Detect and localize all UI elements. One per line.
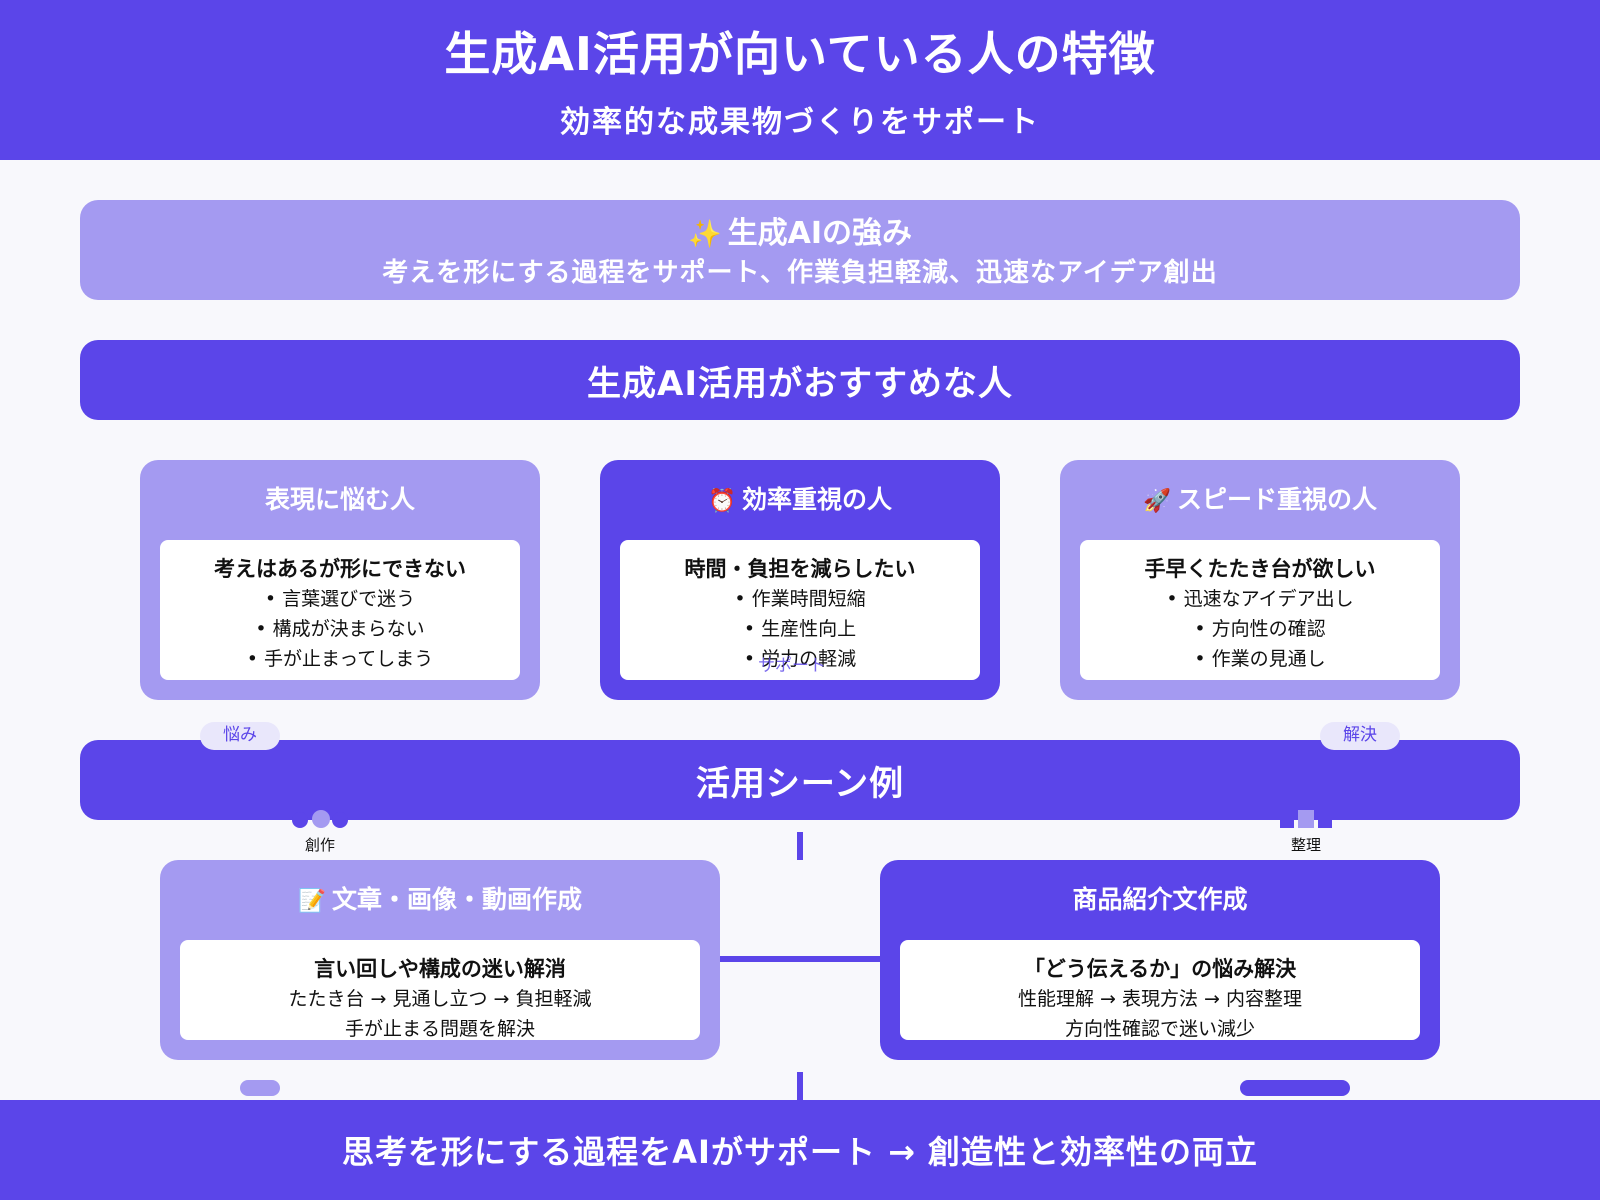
decor-square [1318,814,1332,828]
card-content: 「どう伝えるか」の悩み解決 性能理解 → 表現方法 → 内容整理 方向性確認で迷… [900,940,1420,1040]
list-item: 方向性確認で迷い減少 [1064,1018,1255,1040]
card-title: 📝文章・画像・動画作成 [297,885,583,914]
card-title: ⏰効率重視の人 [707,485,893,514]
card-scene-content-creation: 📝文章・画像・動画作成 言い回しや構成の迷い解消 たたき台 → 見通し立つ → … [160,860,720,1060]
card-scene-product-description: 商品紹介文作成 「どう伝えるか」の悩み解決 性能理解 → 表現方法 → 内容整理… [880,860,1440,1060]
header-banner: 生成AI活用が向いている人の特徴 効率的な成果物づくりをサポート [0,0,1600,160]
tag-solution: 解決 [1320,722,1400,750]
list-item: • 迅速なアイデア出し [1166,588,1354,610]
list-item: • 作業の見通し [1194,648,1326,670]
list-item: 性能理解 → 表現方法 → 内容整理 [1018,988,1302,1010]
card-title: 表現に悩む人 [264,485,415,514]
strength-title: ✨生成AIの強み [687,216,912,251]
sparkles-icon: ✨ [687,219,722,250]
connector-horizontal [720,956,880,962]
decor-square [1280,814,1294,828]
scene-band: 活用シーン例 [80,740,1520,820]
card-expression-person: 表現に悩む人 考えはあるが形にできない • 言葉選びで迷う • 構成が決まらない… [140,460,540,700]
list-item: • 方向性の確認 [1194,618,1326,640]
card-headline: 考えはあるが形にできない [214,557,466,581]
decor-dot [292,812,308,828]
recommend-band: 生成AI活用がおすすめな人 [80,340,1520,420]
strength-description: 考えを形にする過程をサポート、作業負担軽減、迅速なアイデア創出 [382,258,1218,288]
card-headline: 「どう伝えるか」の悩み解決 [1023,957,1297,981]
label-create: 創作 [304,836,335,854]
card-speed-person: 🚀スピード重視の人 手早くたたき台が欲しい • 迅速なアイデア出し • 方向性の… [1060,460,1460,700]
strength-box: ✨生成AIの強み 考えを形にする過程をサポート、作業負担軽減、迅速なアイデア創出 [80,200,1520,300]
card-content: 考えはあるが形にできない • 言葉選びで迷う • 構成が決まらない • 手が止ま… [160,540,520,680]
list-item: • 手が止まってしまう [246,648,434,670]
decor-dot [332,812,348,828]
connector-vertical-top [797,832,803,860]
decor-bar [240,1080,280,1096]
page-subtitle: 効率的な成果物づくりをサポート [560,105,1040,140]
footer-banner: 思考を形にする過程をAIがサポート → 創造性と効率性の両立 [0,1100,1600,1200]
page-title: 生成AI活用が向いている人の特徴 [444,27,1156,81]
rocket-icon: 🚀 [1142,488,1171,514]
list-item: 手が止まる問題を解決 [344,1018,535,1040]
card-content: 手早くたたき台が欲しい • 迅速なアイデア出し • 方向性の確認 • 作業の見通… [1080,540,1440,680]
decor-bar [1240,1080,1350,1096]
list-item: • 構成が決まらない [255,618,425,640]
decor-dot [312,810,330,828]
list-item: • 言葉選びで迷う [264,588,416,610]
list-item: • 労力の軽減 [743,648,857,670]
decor-square [1298,810,1314,828]
label-organize: 整理 [1290,836,1321,854]
tag-worry: 悩み [200,722,280,750]
card-content: 時間・負担を減らしたい • 作業時間短縮 • 生産性向上 • 労力の軽減 [620,540,980,680]
alarm-clock-icon: ⏰ [707,488,736,514]
card-headline: 言い回しや構成の迷い解消 [314,957,566,981]
memo-icon: 📝 [297,888,326,914]
connector-vertical-bottom [797,1072,803,1100]
card-headline: 手早くたたき台が欲しい [1144,557,1376,581]
list-item: • 生産性向上 [743,618,857,640]
list-item: • 作業時間短縮 [734,588,866,610]
support-overlay-label: サポート [758,656,826,676]
card-headline: 時間・負担を減らしたい [684,557,916,581]
card-efficiency-person: ⏰効率重視の人 時間・負担を減らしたい • 作業時間短縮 • 生産性向上 • 労… [600,460,1000,700]
card-title: 🚀スピード重視の人 [1142,485,1378,514]
card-content: 言い回しや構成の迷い解消 たたき台 → 見通し立つ → 負担軽減 手が止まる問題… [180,940,700,1040]
list-item: たたき台 → 見通し立つ → 負担軽減 [288,988,592,1010]
card-title: 商品紹介文作成 [1072,885,1248,914]
